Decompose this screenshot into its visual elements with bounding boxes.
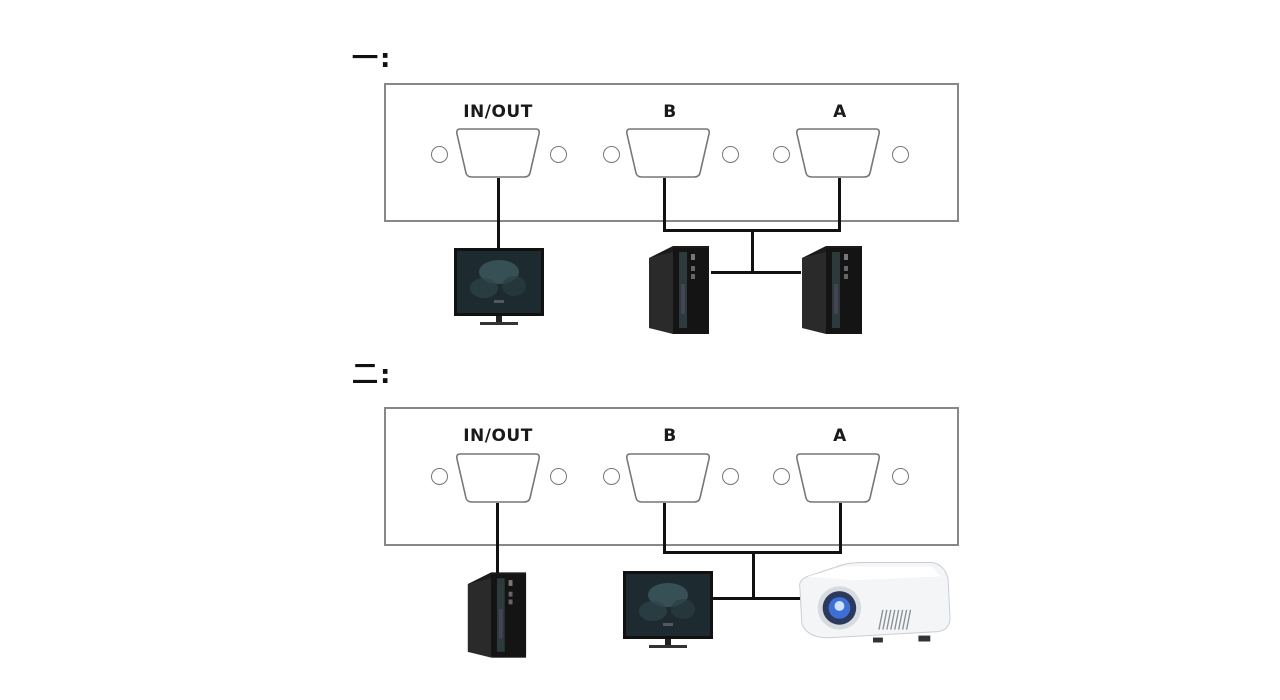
screw-icon bbox=[722, 146, 739, 163]
diagram-1-title: 一: bbox=[352, 44, 393, 74]
cable-b bbox=[663, 503, 666, 553]
port-label-b: B bbox=[663, 426, 677, 446]
computer-tower-icon bbox=[645, 244, 711, 336]
port-label-a: A bbox=[833, 426, 847, 446]
cable-split bbox=[711, 271, 801, 274]
cable-in-out bbox=[496, 503, 499, 573]
vga-port-in-out bbox=[452, 450, 544, 506]
cable-split bbox=[712, 597, 802, 600]
screw-icon bbox=[550, 468, 567, 485]
screw-icon bbox=[603, 146, 620, 163]
screw-icon bbox=[773, 468, 790, 485]
screw-icon bbox=[722, 468, 739, 485]
vga-port-b bbox=[622, 125, 714, 181]
screw-icon bbox=[603, 468, 620, 485]
cable-trunk bbox=[751, 229, 754, 274]
computer-tower-icon bbox=[464, 568, 528, 662]
port-label-a: A bbox=[833, 102, 847, 122]
vga-port-b bbox=[622, 450, 714, 506]
port-label-in-out: IN/OUT bbox=[463, 426, 533, 446]
screw-icon bbox=[892, 468, 909, 485]
cable-trunk bbox=[752, 551, 755, 600]
diagram-2-title: 二: bbox=[352, 360, 393, 390]
screw-icon bbox=[773, 146, 790, 163]
cable-a bbox=[839, 503, 842, 553]
cable-b bbox=[663, 178, 666, 232]
monitor-icon bbox=[623, 571, 713, 651]
monitor-icon bbox=[454, 248, 544, 328]
screw-icon bbox=[431, 146, 448, 163]
port-label-in-out: IN/OUT bbox=[463, 102, 533, 122]
vga-port-a bbox=[792, 450, 884, 506]
port-label-b: B bbox=[663, 102, 677, 122]
screw-icon bbox=[550, 146, 567, 163]
computer-tower-icon bbox=[798, 244, 864, 336]
cable-in-out bbox=[497, 178, 500, 250]
cable-a bbox=[838, 178, 841, 232]
projector-icon bbox=[794, 558, 952, 646]
vga-port-in-out bbox=[452, 125, 544, 181]
screw-icon bbox=[892, 146, 909, 163]
screw-icon bbox=[431, 468, 448, 485]
vga-port-a bbox=[792, 125, 884, 181]
